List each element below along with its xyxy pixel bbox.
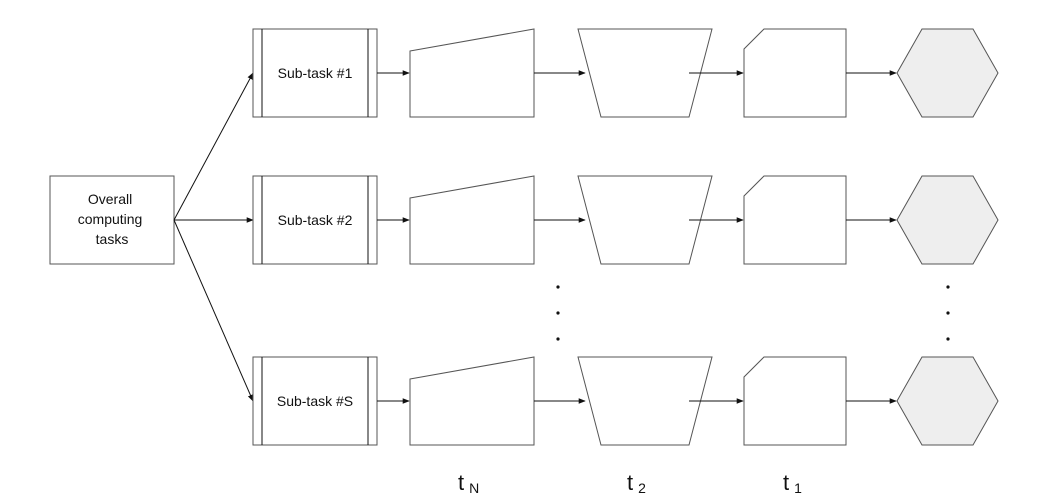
manual-input-shape-s [409, 356, 535, 446]
cut-card-shape-2 [743, 175, 847, 265]
pipeline-row-s: Sub-task #S [252, 356, 999, 446]
subtask-node-s: Sub-task #S [252, 356, 378, 446]
subtask-label-1: Sub-task #1 [278, 65, 353, 81]
cut-card-shape-1 [743, 28, 847, 118]
overall-tasks-line-3: tasks [96, 231, 129, 247]
time-label-2-sub: 2 [638, 480, 646, 493]
time-label-n-base: t [458, 470, 464, 493]
subtask-node-1: Sub-task #1 [252, 28, 378, 118]
subtask-label-s: Sub-task #S [277, 393, 353, 409]
pipeline-row-2: Sub-task #2 [252, 175, 999, 265]
pipeline-row-1: Sub-task #1 [252, 28, 999, 118]
overall-tasks-node: Overall computing tasks [49, 175, 175, 265]
manual-input-shape-2 [409, 175, 535, 265]
time-label-n-sub: N [469, 480, 479, 493]
trapezoid-shape-1 [577, 28, 713, 118]
time-label-2-base: t [627, 470, 633, 493]
trapezoid-shape-2 [577, 175, 713, 265]
ellipsis-right [946, 285, 950, 341]
time-label-1-base: t [783, 470, 789, 493]
subtask-node-2: Sub-task #2 [252, 175, 378, 265]
subtask-label-2: Sub-task #2 [278, 212, 353, 228]
cut-card-shape-s [743, 356, 847, 446]
manual-input-shape-1 [409, 28, 535, 118]
svg-text:Overall computing: Overall computing tasks [78, 191, 146, 247]
hexagon-shape-s [896, 356, 999, 446]
overall-tasks-line-2: computing [78, 211, 143, 227]
ellipsis-middle [556, 285, 560, 341]
time-label-1-sub: 1 [794, 480, 802, 493]
fanout-arrow-3 [173, 219, 254, 402]
fanout-arrow-1 [173, 72, 254, 221]
hexagon-shape-1 [896, 28, 999, 118]
trapezoid-shape-s [577, 356, 713, 446]
hexagon-shape-2 [896, 175, 999, 265]
overall-tasks-line-1: Overall [88, 191, 132, 207]
